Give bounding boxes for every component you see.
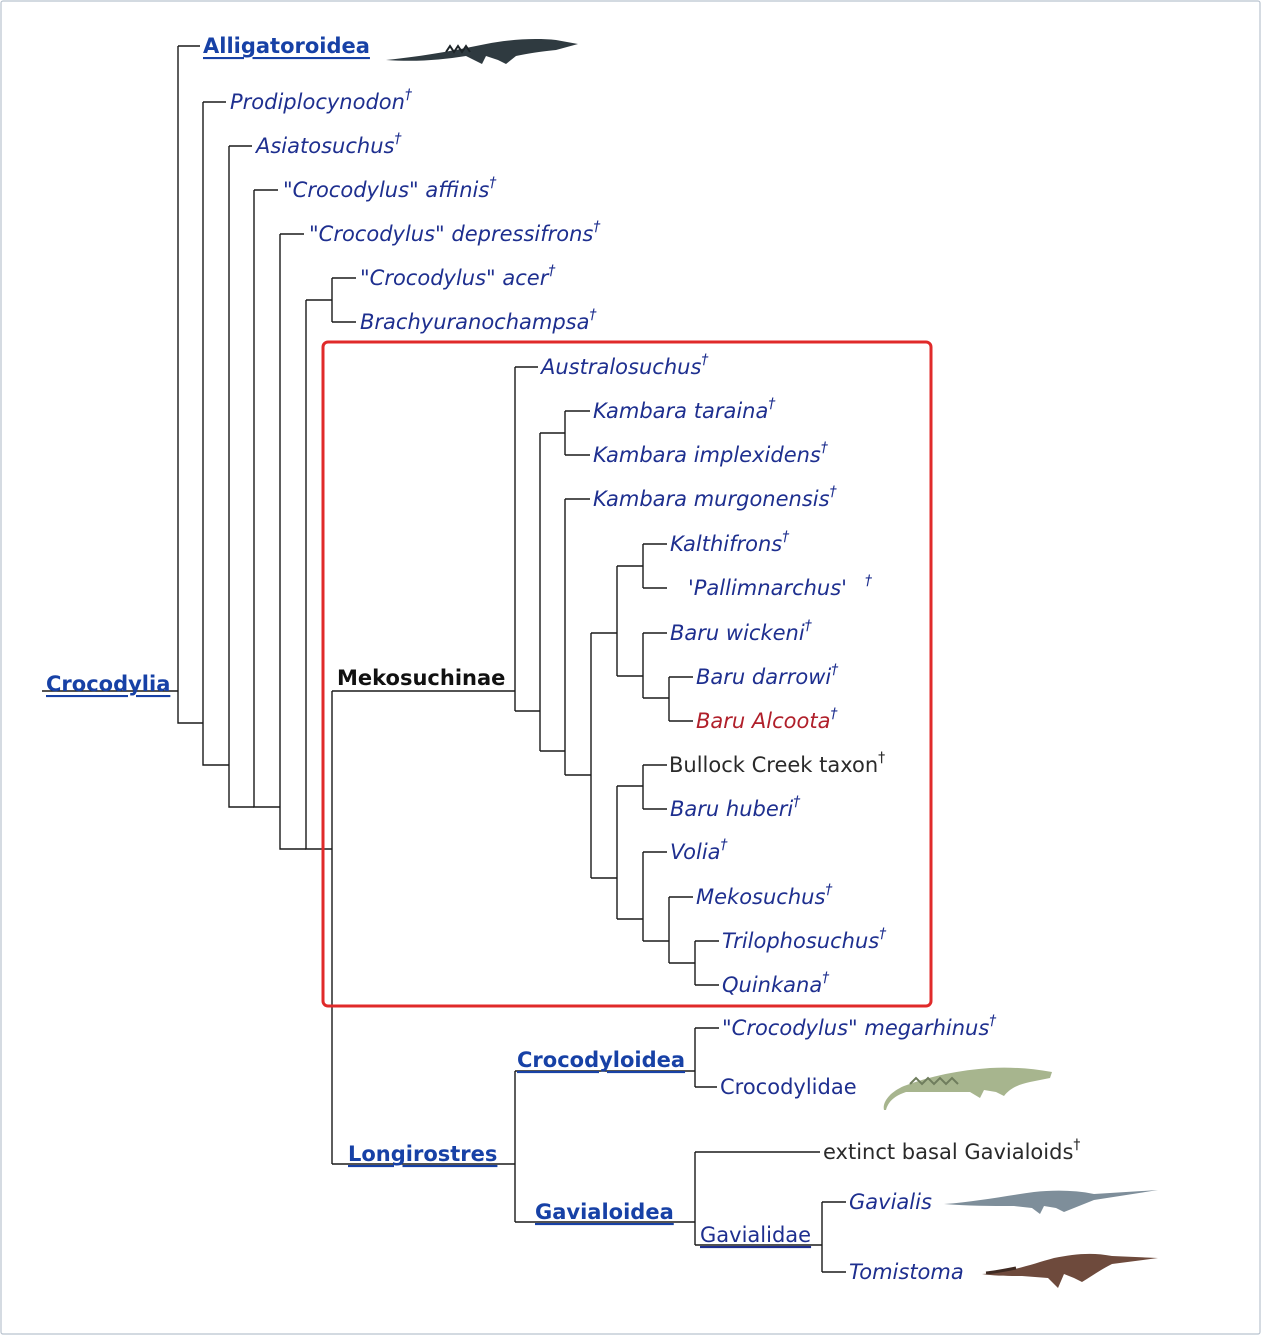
australosuchus-label: Australosuchus† bbox=[539, 352, 709, 379]
mekosuchinae-highlight-box bbox=[321, 340, 933, 1008]
baru-alcoota-label: Baru Alcoota† bbox=[696, 706, 838, 733]
trilophosuchus-label: Trilophosuchus† bbox=[722, 926, 887, 953]
crocodylus-affinis-label: "Crocodylus" affinis† bbox=[283, 175, 497, 202]
alligatoroidea-label: Alligatoroidea bbox=[203, 34, 370, 58]
pallimnarchus-label: 'Pallimnarchus'† bbox=[688, 573, 873, 600]
crocodylus-acer-label: "Crocodylus" acer† bbox=[360, 263, 556, 290]
mekosuchus-label: Mekosuchus† bbox=[696, 882, 833, 909]
tomistoma-label: Tomistoma bbox=[849, 1260, 964, 1284]
alligator-icon bbox=[386, 39, 578, 64]
gavialidae-label: Gavialidae bbox=[700, 1223, 811, 1247]
crocodylus-depressifrons-label: "Crocodylus" depressifrons† bbox=[309, 219, 601, 246]
gavialoidea-label: Gavialoidea bbox=[535, 1200, 674, 1224]
kambara-murgonensis-label: Kambara murgonensis† bbox=[593, 484, 838, 511]
crocodyloidea-label: Crocodyloidea bbox=[517, 1048, 685, 1072]
baru-wickeni-label: Baru wickeni† bbox=[670, 618, 813, 645]
extinct-basal-gavialoids-label: extinct basal Gavialoids† bbox=[823, 1137, 1080, 1164]
gavialis-label: Gavialis bbox=[849, 1190, 932, 1214]
longirostres-label: Longirostres bbox=[348, 1142, 497, 1166]
kambara-implexidens-label: Kambara implexidens† bbox=[593, 440, 829, 467]
mekosuchinae-label: Mekosuchinae bbox=[337, 666, 505, 690]
bullock-creek-taxon-label: Bullock Creek taxon† bbox=[669, 750, 885, 777]
kambara-taraina-label: Kambara taraina† bbox=[593, 396, 776, 423]
gharial-icon bbox=[944, 1190, 1158, 1214]
crocodylidae-label: Crocodylidae bbox=[720, 1075, 857, 1099]
baru-huberi-label: Baru huberi† bbox=[670, 794, 801, 821]
volia-label: Volia† bbox=[670, 837, 729, 864]
baru-darrowi-label: Baru darrowi† bbox=[696, 662, 839, 689]
brachyuranochampsa-label: Brachyuranochampsa† bbox=[360, 307, 597, 334]
crocodylus-megarhinus-label: "Crocodylus" megarhinus† bbox=[722, 1013, 997, 1040]
false-gharial-icon bbox=[982, 1253, 1158, 1288]
asiatosuchus-label: Asiatosuchus† bbox=[254, 131, 402, 158]
quinkana-label: Quinkana† bbox=[722, 970, 830, 997]
kalthifrons-label: Kalthifrons† bbox=[670, 529, 790, 556]
tree-branches bbox=[42, 45, 846, 1273]
crocodile-icon bbox=[883, 1067, 1052, 1110]
prodiplocynodon-label: Prodiplocynodon† bbox=[230, 87, 413, 114]
crocodylia-label: Crocodylia bbox=[46, 672, 170, 696]
